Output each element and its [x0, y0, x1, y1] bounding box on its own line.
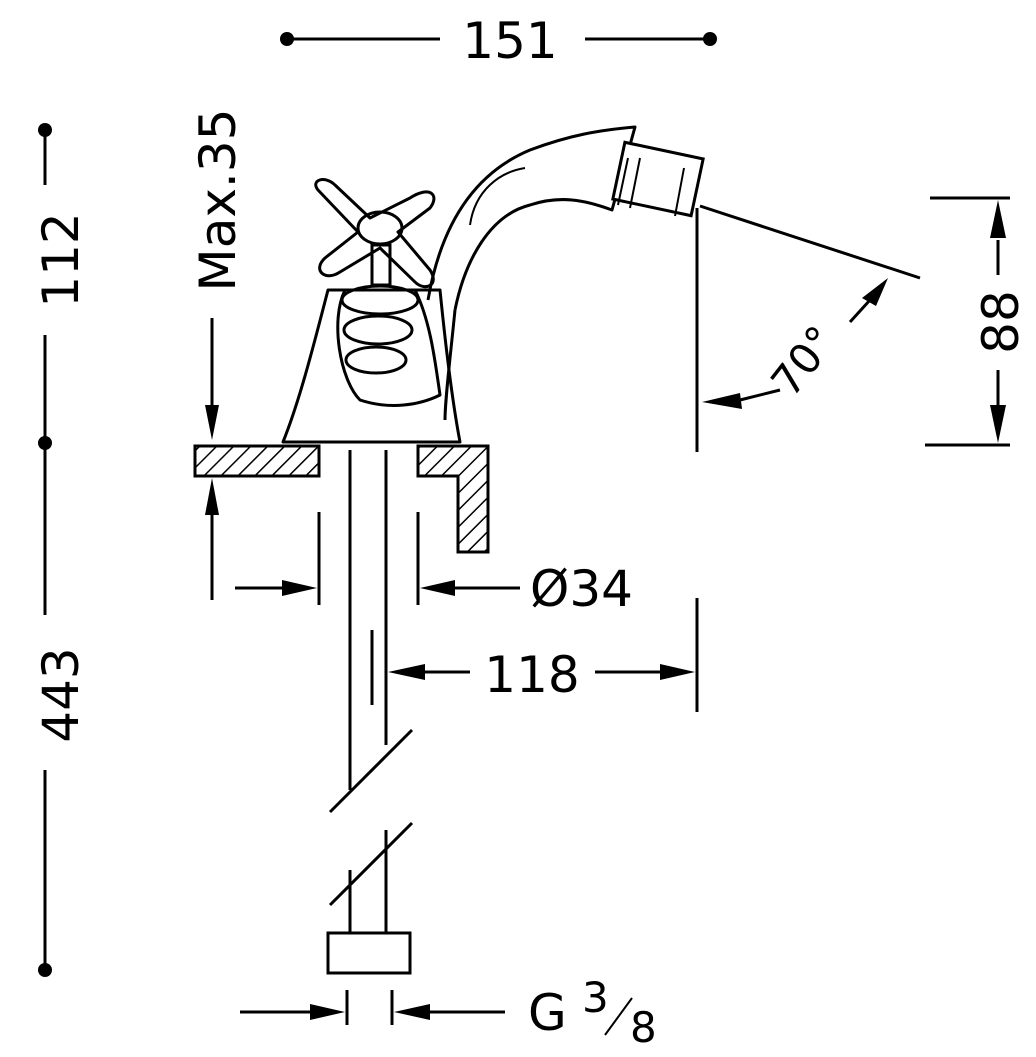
dimension-g-label: G — [528, 984, 567, 1042]
supply-pipe — [326, 450, 414, 975]
dimension-118-label: 118 — [484, 646, 579, 704]
dimension-118: 118 — [388, 598, 699, 712]
dimension-d34-label: Ø34 — [530, 560, 633, 618]
dimension-151: 151 — [280, 12, 717, 70]
dimension-max35-label: Max.35 — [189, 109, 247, 292]
dimension-left-chain: 112 443 — [32, 123, 90, 977]
faucet-body — [281, 125, 705, 444]
dimension-g38: G 3 8 — [240, 973, 657, 1052]
dimension-fraction-den: 8 — [630, 1003, 657, 1052]
dimension-88: 88 — [925, 196, 1030, 447]
dimension-fraction-num: 3 — [582, 973, 609, 1022]
dimension-112-label: 112 — [32, 212, 90, 307]
countertop — [193, 444, 490, 554]
dimension-max35: Max.35 — [189, 109, 247, 600]
cross-handle — [314, 178, 436, 289]
dimension-443-label: 443 — [32, 647, 90, 742]
pipe-connector — [326, 931, 412, 975]
dimension-151-label: 151 — [462, 12, 557, 70]
dimension-70deg: 70° — [695, 204, 921, 452]
dimension-88-label: 88 — [972, 290, 1030, 354]
dimension-d34: Ø34 — [235, 512, 633, 618]
